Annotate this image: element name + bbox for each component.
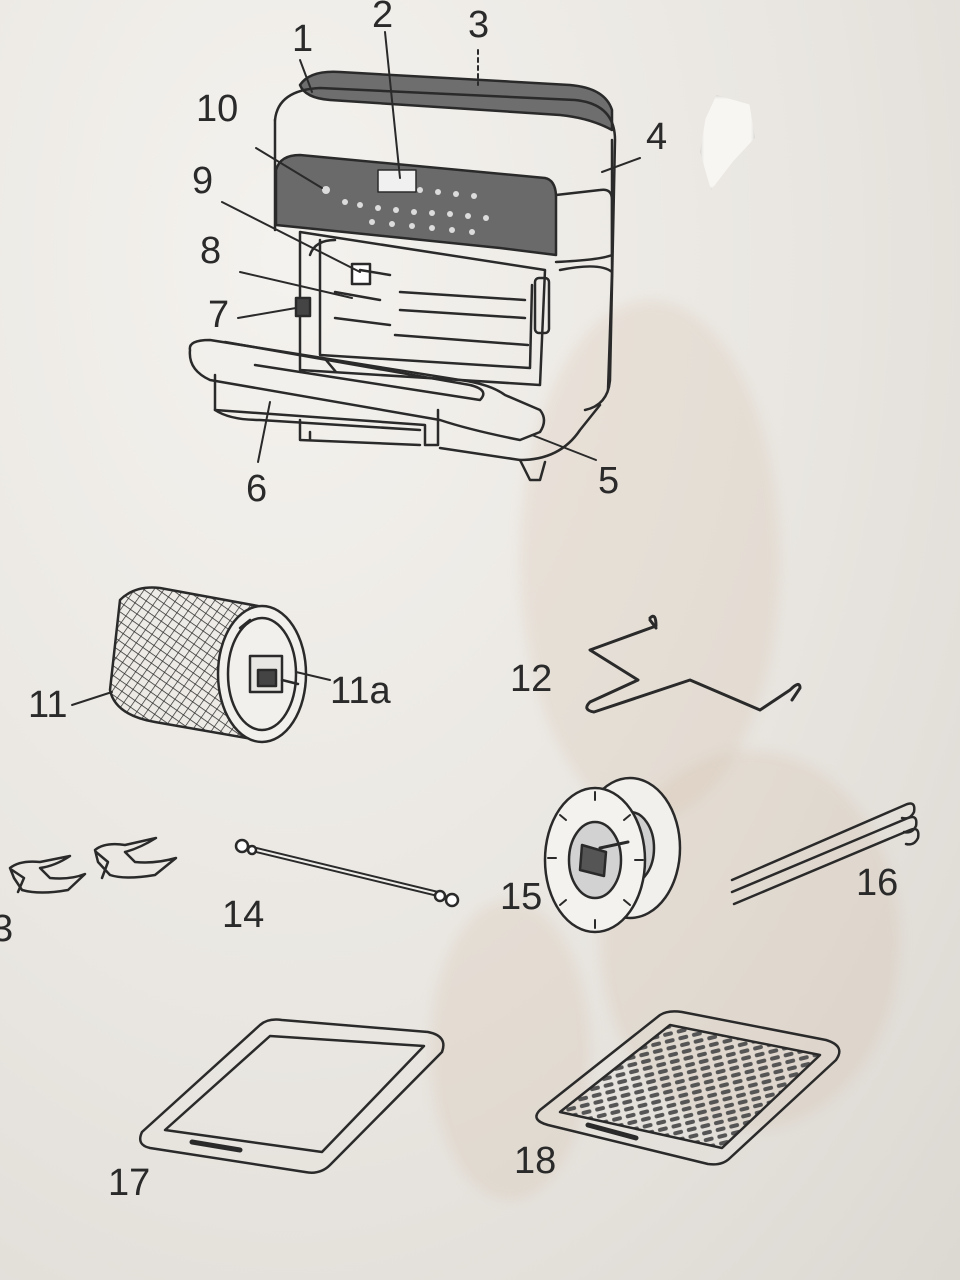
retrieval-tool <box>585 614 802 714</box>
spit-rod <box>234 838 460 908</box>
label-7: 7 <box>208 294 230 336</box>
label-9: 9 <box>192 160 214 202</box>
label-15: 15 <box>500 876 543 918</box>
rotisserie-wheels <box>543 776 682 934</box>
skewers <box>730 802 920 906</box>
wheel-notches <box>547 791 644 929</box>
label-13-partial: 3 <box>0 908 14 950</box>
label-12: 12 <box>510 658 553 700</box>
leader-lines <box>221 31 641 463</box>
baking-tray <box>139 1018 445 1174</box>
label-17: 17 <box>108 1162 151 1204</box>
label-8: 8 <box>200 230 222 272</box>
label-5: 5 <box>598 460 620 502</box>
label-6: 6 <box>246 468 268 510</box>
label-10: 10 <box>196 88 239 130</box>
label-14: 14 <box>222 894 265 936</box>
air-fryer-oven <box>188 70 617 482</box>
mesh-rack <box>535 1010 841 1166</box>
label-11: 11 <box>28 684 68 726</box>
rotisserie-forks <box>8 836 178 894</box>
control-buttons <box>322 186 489 235</box>
label-1: 1 <box>292 18 314 60</box>
label-11a: 11a <box>330 670 391 712</box>
label-18: 18 <box>514 1140 557 1182</box>
label-3: 3 <box>468 4 490 46</box>
label-16: 16 <box>856 862 899 904</box>
label-2: 2 <box>372 0 394 36</box>
label-4: 4 <box>646 116 668 158</box>
rotisserie-basket <box>71 586 331 744</box>
